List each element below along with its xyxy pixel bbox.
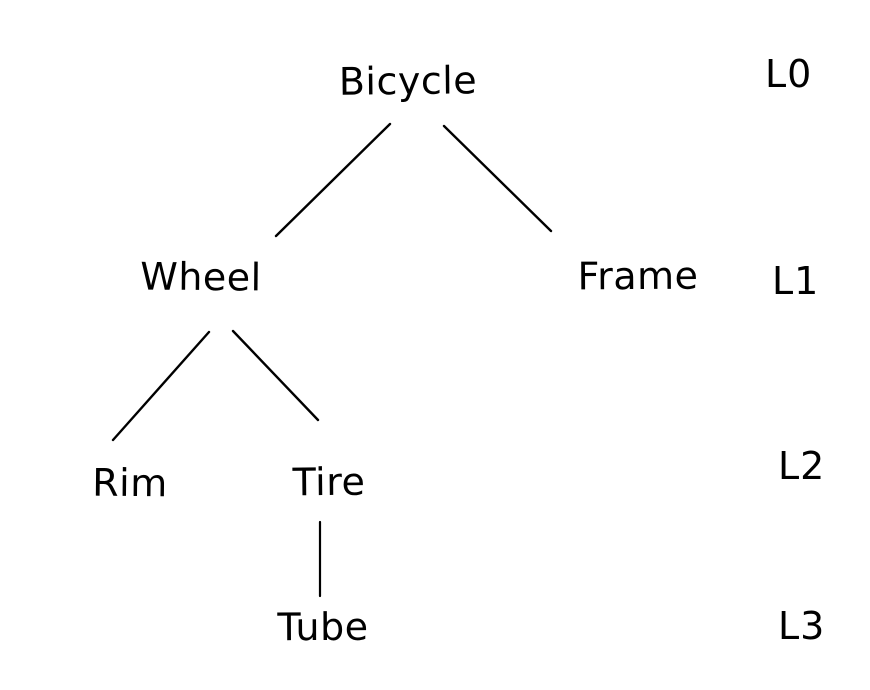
- node-tire[interactable]: Tire: [292, 459, 366, 505]
- level-label-l0: L0: [765, 52, 813, 96]
- level-label-l1: L1: [772, 259, 820, 303]
- node-tube[interactable]: Tube: [277, 604, 369, 650]
- node-frame[interactable]: Frame: [577, 253, 699, 299]
- edge-wheel-tire: [231, 329, 320, 422]
- level-label-l3: L3: [778, 604, 826, 648]
- node-rim[interactable]: Rim: [92, 460, 168, 506]
- node-wheel[interactable]: Wheel: [140, 254, 262, 300]
- edge-bicycle-frame: [442, 124, 553, 233]
- level-label-l2: L2: [778, 444, 826, 488]
- edge-wheel-rim: [111, 330, 211, 442]
- edge-bicycle-wheel: [274, 122, 392, 238]
- node-bicycle[interactable]: Bicycle: [338, 58, 478, 104]
